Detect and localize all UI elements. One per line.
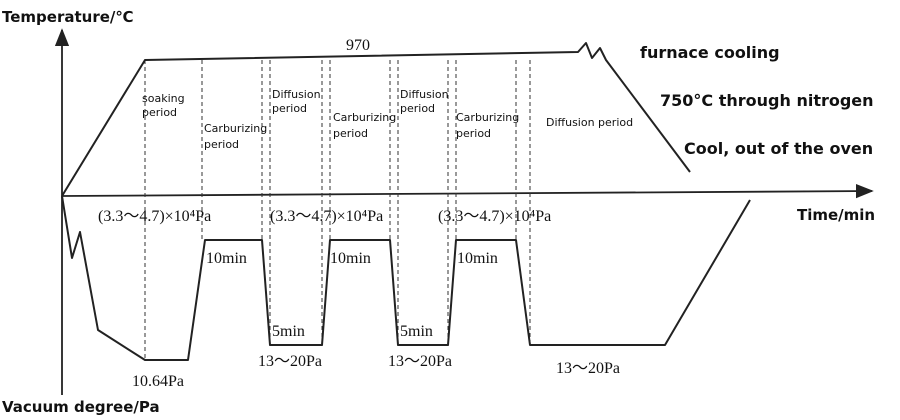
carburizing-pressure-3: (3.3～4.7)×10⁴Pa xyxy=(438,208,551,225)
period-label-diffusion-1-2: period xyxy=(272,102,307,115)
diffusion-pressure-2: 13～20Pa xyxy=(388,353,452,370)
cooling-step-furnace: furnace cooling xyxy=(640,43,780,62)
diffusion-pressure-1: 13～20Pa xyxy=(258,353,322,370)
y-axis-title: Temperature/℃ xyxy=(2,8,134,26)
period-label-carburizing-3-2: period xyxy=(456,127,491,140)
x-axis-title: Time/min xyxy=(797,206,875,224)
period-label-soaking-2: period xyxy=(142,106,177,119)
cooling-step-out-of-oven: Cool, out of the oven xyxy=(684,139,873,158)
period-label-carburizing-1-2: period xyxy=(204,138,239,151)
pressure-curve xyxy=(61,195,751,361)
period-label-carburizing-1: Carburizing xyxy=(204,122,267,135)
cooling-step-nitrogen: 750°C through nitrogen xyxy=(660,91,874,110)
period-label-diffusion-1: Diffusion xyxy=(272,88,321,101)
carburizing-pressure-2: (3.3～4.7)×10⁴Pa xyxy=(270,208,383,225)
period-label-diffusion-3: Diffusion period xyxy=(546,116,633,129)
plateau-temperature: 970 xyxy=(346,37,370,54)
period-label-carburizing-2-2: period xyxy=(333,127,368,140)
duration-carburizing-1: 10min xyxy=(206,250,247,267)
period-label-diffusion-2-2: period xyxy=(400,102,435,115)
period-label-soaking: soaking xyxy=(142,92,185,105)
duration-carburizing-2: 10min xyxy=(330,250,371,267)
diffusion-pressure-3: 13～20Pa xyxy=(556,360,620,377)
temperature-curve xyxy=(61,42,691,197)
carburizing-pressure-1: (3.3～4.7)×10⁴Pa xyxy=(98,208,211,225)
period-label-diffusion-2: Diffusion xyxy=(400,88,449,101)
duration-diffusion-2: 5min xyxy=(400,323,433,340)
period-label-carburizing-3: Carburizing xyxy=(456,111,519,124)
initial-vacuum-value: 10.64Pa xyxy=(132,373,184,390)
y2-axis-title: Vacuum degree/Pa xyxy=(2,398,160,416)
duration-diffusion-1: 5min xyxy=(272,323,305,340)
period-dividers xyxy=(144,60,531,360)
x-axis xyxy=(61,183,874,199)
period-label-carburizing-2: Carburizing xyxy=(333,111,396,124)
duration-carburizing-3: 10min xyxy=(457,250,498,267)
